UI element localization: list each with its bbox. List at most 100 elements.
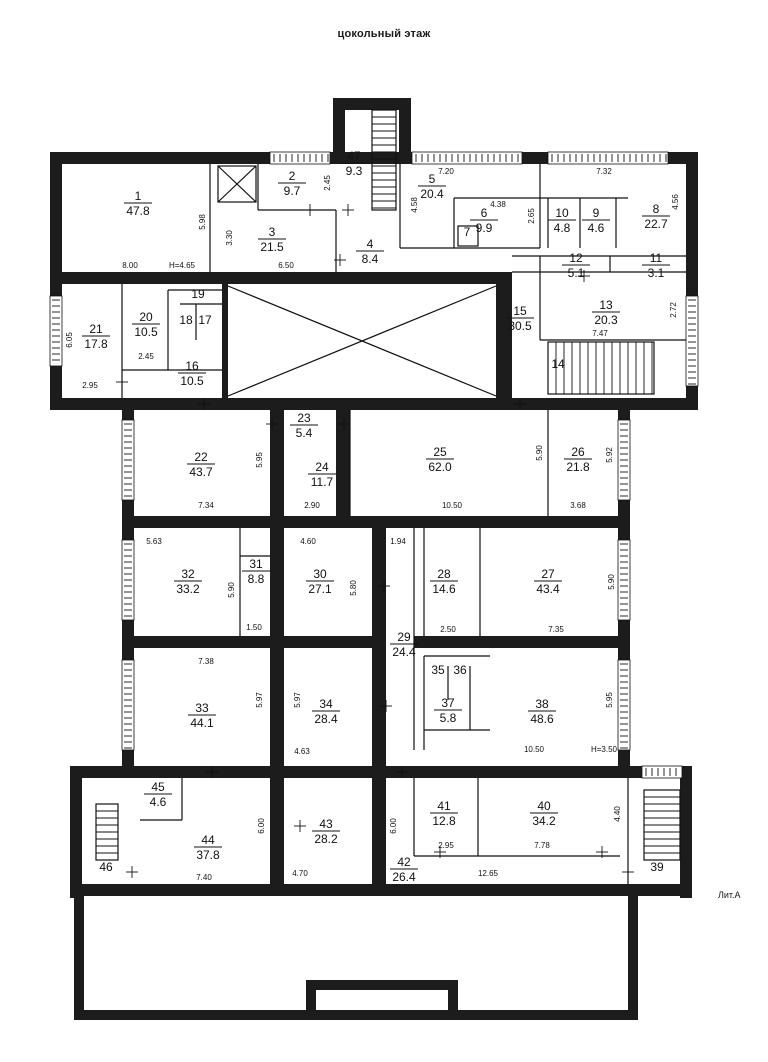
room-area: 12.8 <box>432 814 456 828</box>
wall-segment <box>50 398 698 410</box>
dimension-label: 2.90 <box>304 501 320 510</box>
dimension-label: 6.05 <box>65 332 74 348</box>
wall-segment <box>336 410 350 520</box>
room-35-label: 35 <box>431 663 445 677</box>
room-area: 17.8 <box>84 337 108 351</box>
room-number: 14 <box>551 357 565 371</box>
room-2-label: 29.7 <box>278 169 306 198</box>
room-number: 46 <box>99 860 113 874</box>
room-number: 45 <box>151 780 165 794</box>
wall-segment <box>414 636 630 648</box>
room-area: 20.4 <box>420 187 444 201</box>
dimension-label: 7.32 <box>596 167 612 176</box>
wall-segment <box>270 410 284 890</box>
room-5-label: 520.4 <box>418 172 446 201</box>
window <box>269 151 331 165</box>
window <box>685 295 699 387</box>
room-number: 18 <box>179 313 193 327</box>
room-area: 14.6 <box>432 582 456 596</box>
room-area: 5.8 <box>440 711 457 725</box>
room-area: 3.1 <box>648 266 665 280</box>
dimension-label: 12.65 <box>478 869 499 878</box>
room-number: 33 <box>195 701 209 715</box>
window <box>49 295 63 367</box>
room-number: 31 <box>249 557 263 571</box>
dimension-label: 2.45 <box>138 352 154 361</box>
wall-segment <box>50 272 510 284</box>
wall-segment <box>74 896 84 1020</box>
room-area: 34.2 <box>532 814 556 828</box>
wall-segment <box>70 766 82 898</box>
windows <box>49 151 699 779</box>
room-area: 9.9 <box>476 221 493 235</box>
room-10-label: 104.8 <box>548 206 576 235</box>
room-area: 11.7 <box>311 475 334 489</box>
room-36-label: 36 <box>453 663 467 677</box>
dimension-label: 2.95 <box>438 841 454 850</box>
room-number: 37 <box>441 696 455 710</box>
room-3-label: 321.5 <box>258 225 286 254</box>
wall-segment <box>70 884 692 896</box>
dimension-label: 7.40 <box>196 873 212 882</box>
wall-segment <box>628 896 638 1020</box>
window <box>547 151 669 165</box>
dimension-label: 6.00 <box>389 818 398 834</box>
room-number: 47 <box>347 149 361 163</box>
room-area: 43.4 <box>536 582 560 596</box>
room-number: 10 <box>555 206 569 220</box>
stair-outline <box>547 341 655 395</box>
room-number: 9 <box>593 206 600 220</box>
dimension-label: 4.56 <box>671 194 680 210</box>
room-area: 10.5 <box>180 374 204 388</box>
dimension-label: 10.50 <box>524 745 545 754</box>
window <box>411 151 523 165</box>
room-number: 44 <box>201 833 215 847</box>
room-area: 4.6 <box>150 795 167 809</box>
room-number: 20 <box>139 310 153 324</box>
dimension-label: 10.50 <box>442 501 463 510</box>
room-number: 36 <box>453 663 467 677</box>
room-number: 29 <box>397 630 411 644</box>
page-title: цокольный этаж <box>337 28 431 40</box>
room-area: 37.8 <box>196 848 220 862</box>
room-area: 10.5 <box>134 325 158 339</box>
room-8-label: 822.7 <box>642 202 670 231</box>
dimension-label: 4.38 <box>490 200 506 209</box>
liter-label: Лит.А <box>718 890 741 900</box>
room-number: 5 <box>429 172 436 186</box>
dimension-label: 2.72 <box>669 302 678 318</box>
dimension-label: 4.60 <box>300 537 316 546</box>
room-number: 2 <box>289 169 296 183</box>
room-area: 26.4 <box>392 870 416 884</box>
dimension-label: 4.63 <box>294 747 310 756</box>
room-area: 21.8 <box>566 460 590 474</box>
room-number: 3 <box>269 225 276 239</box>
room-number: 26 <box>571 445 585 459</box>
room-4-label: 48.4 <box>356 237 384 266</box>
room-19-label: 19 <box>191 287 205 301</box>
room-area: 5.1 <box>568 266 585 280</box>
room-number: 30 <box>313 567 327 581</box>
room-number: 11 <box>650 251 663 265</box>
dimension-label: 7.34 <box>198 501 214 510</box>
wall-segment <box>333 98 345 164</box>
room-number: 16 <box>185 359 199 373</box>
window <box>121 659 135 751</box>
dimension-label: 7.35 <box>548 625 564 634</box>
room-number: 28 <box>437 567 451 581</box>
wall-segment <box>122 516 630 528</box>
